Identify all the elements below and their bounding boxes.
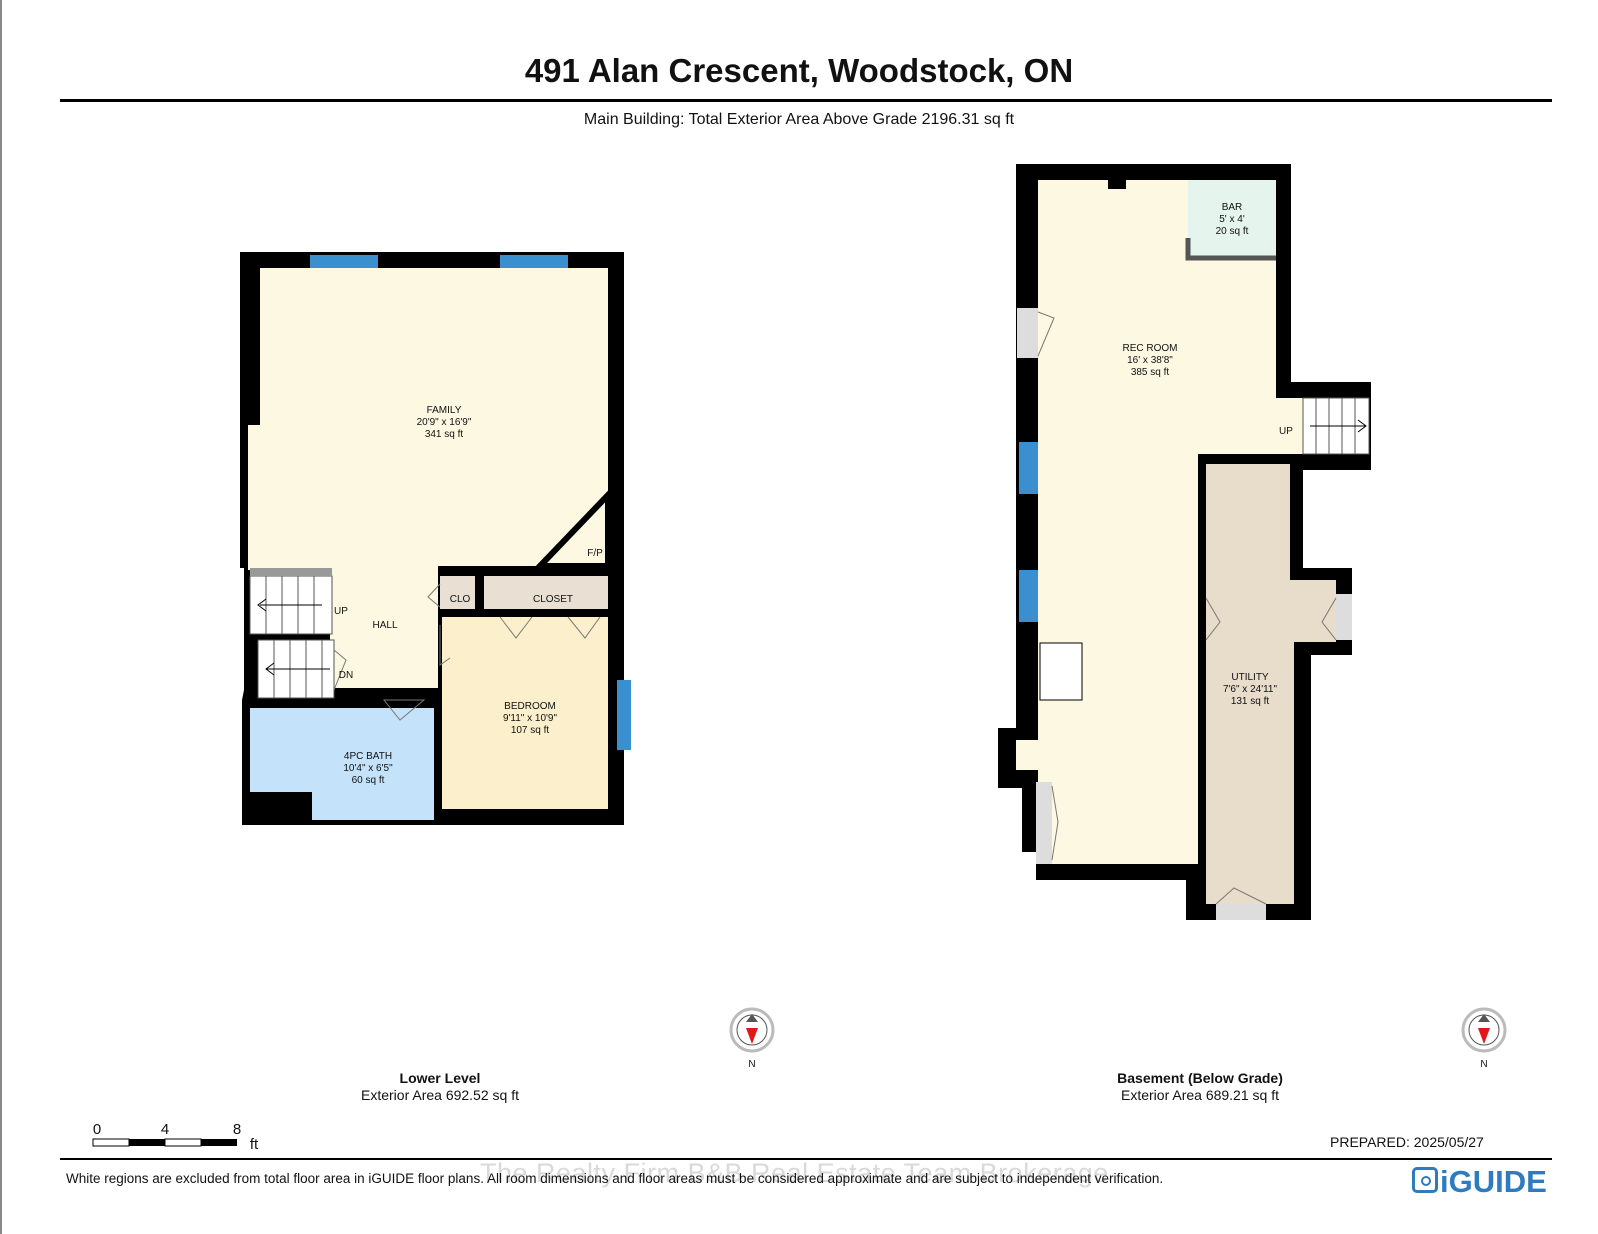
- room-family[interactable]: [248, 268, 608, 688]
- closet-label: CLOSET: [533, 594, 573, 605]
- watermark: The Realty Firm B&B Real Estate Team Bro…: [480, 1158, 1109, 1188]
- page-subtitle: Main Building: Total Exterior Area Above…: [583, 111, 1015, 128]
- window: [1019, 442, 1038, 494]
- stairs-down[interactable]: [257, 639, 335, 699]
- bar-name: BAR: [1222, 202, 1243, 213]
- bar-dims: 5' x 4': [1219, 214, 1245, 225]
- appliance: [1039, 642, 1083, 701]
- window: [310, 255, 378, 268]
- closet-doors: [499, 616, 601, 639]
- utility-dims: 7'6" x 24'11": [1223, 684, 1278, 695]
- prepared-date: PREPARED: 2025/05/27: [1330, 1134, 1484, 1150]
- window: [500, 255, 568, 268]
- window: [1019, 570, 1038, 622]
- scale-tick-8: 8: [233, 1121, 241, 1138]
- scale-tick-4: 4: [161, 1121, 169, 1138]
- page-left-border: [0, 0, 2, 1234]
- door-swing: [333, 649, 347, 691]
- window: [617, 680, 631, 750]
- room-closet[interactable]: [484, 576, 608, 609]
- rec-dims: 16' x 38'8": [1127, 355, 1173, 366]
- room-bar[interactable]: [1188, 180, 1276, 258]
- rec-name: REC ROOM: [1123, 343, 1178, 354]
- fireplace: [532, 487, 611, 569]
- bedroom-name: BEDROOM: [504, 701, 556, 712]
- compass-icon: [1461, 1007, 1507, 1053]
- logo-text: iGUIDE: [1440, 1164, 1547, 1199]
- bedroom-dims: 9'11" x 10'9": [503, 713, 558, 724]
- camera-icon: [1412, 1167, 1438, 1193]
- door-swing: [382, 699, 426, 721]
- scale-tick-0: 0: [93, 1121, 101, 1138]
- stair-down-label: DN: [339, 670, 353, 681]
- door: [1036, 782, 1052, 864]
- door-swing: [439, 625, 451, 666]
- door: [1017, 308, 1038, 358]
- lower-level-name: Lower Level: [399, 1070, 481, 1086]
- stairs-up-basement[interactable]: [1302, 397, 1370, 455]
- room-rec[interactable]: [1038, 180, 1366, 864]
- basement-plan: [998, 164, 1371, 920]
- room-bedroom[interactable]: [442, 617, 608, 809]
- basement-stair-up-label: UP: [1279, 426, 1293, 437]
- lower-level-area: Exterior Area 692.52 sq ft: [361, 1087, 519, 1103]
- bath-dims: 10'4" x 6'5": [343, 763, 393, 774]
- hall-label: HALL: [372, 620, 397, 631]
- scale-unit: ft: [250, 1136, 259, 1153]
- rec-area: 385 sq ft: [1131, 367, 1170, 378]
- door-swing: [427, 583, 441, 608]
- family-name: FAMILY: [427, 405, 462, 416]
- door: [1336, 594, 1352, 640]
- family-dims: 20'9" x 16'9": [417, 417, 472, 428]
- room-utility[interactable]: [1206, 464, 1336, 904]
- stair-up-label: UP: [334, 606, 348, 617]
- fp-label: F/P: [587, 548, 603, 559]
- stairs-up[interactable]: [249, 568, 333, 635]
- basement-area: Exterior Area 689.21 sq ft: [1121, 1087, 1279, 1103]
- compass-n-label: N: [748, 1059, 755, 1070]
- bath-area: 60 sq ft: [352, 775, 385, 786]
- title-divider: [60, 99, 1552, 102]
- bath-name: 4PC BATH: [344, 751, 392, 762]
- page-title: 491 Alan Crescent, Woodstock, ON: [524, 52, 1074, 89]
- footer-divider: [60, 1158, 1552, 1160]
- utility-name: UTILITY: [1231, 672, 1269, 683]
- bar-area: 20 sq ft: [1216, 226, 1249, 237]
- room-bath[interactable]: [250, 708, 434, 820]
- clo-label: CLO: [450, 594, 471, 605]
- bedroom-area: 107 sq ft: [511, 725, 550, 736]
- compass-n-label: N: [1480, 1059, 1487, 1070]
- compass-icon: [729, 1007, 775, 1053]
- iguide-logo[interactable]: iGUIDE: [1412, 1164, 1547, 1200]
- lower-level-plan: [240, 252, 631, 825]
- family-area: 341 sq ft: [425, 429, 464, 440]
- utility-area: 131 sq ft: [1231, 696, 1270, 707]
- room-clo[interactable]: [440, 576, 475, 609]
- basement-name: Basement (Below Grade): [1117, 1070, 1283, 1086]
- lower-level-caption: Lower Level Exterior Area 692.52 sq ft: [340, 1070, 540, 1104]
- scale-bar: [92, 1138, 237, 1147]
- basement-caption: Basement (Below Grade) Exterior Area 689…: [1090, 1070, 1310, 1104]
- door: [1216, 904, 1266, 920]
- footer-note: White regions are excluded from total fl…: [66, 1171, 1164, 1186]
